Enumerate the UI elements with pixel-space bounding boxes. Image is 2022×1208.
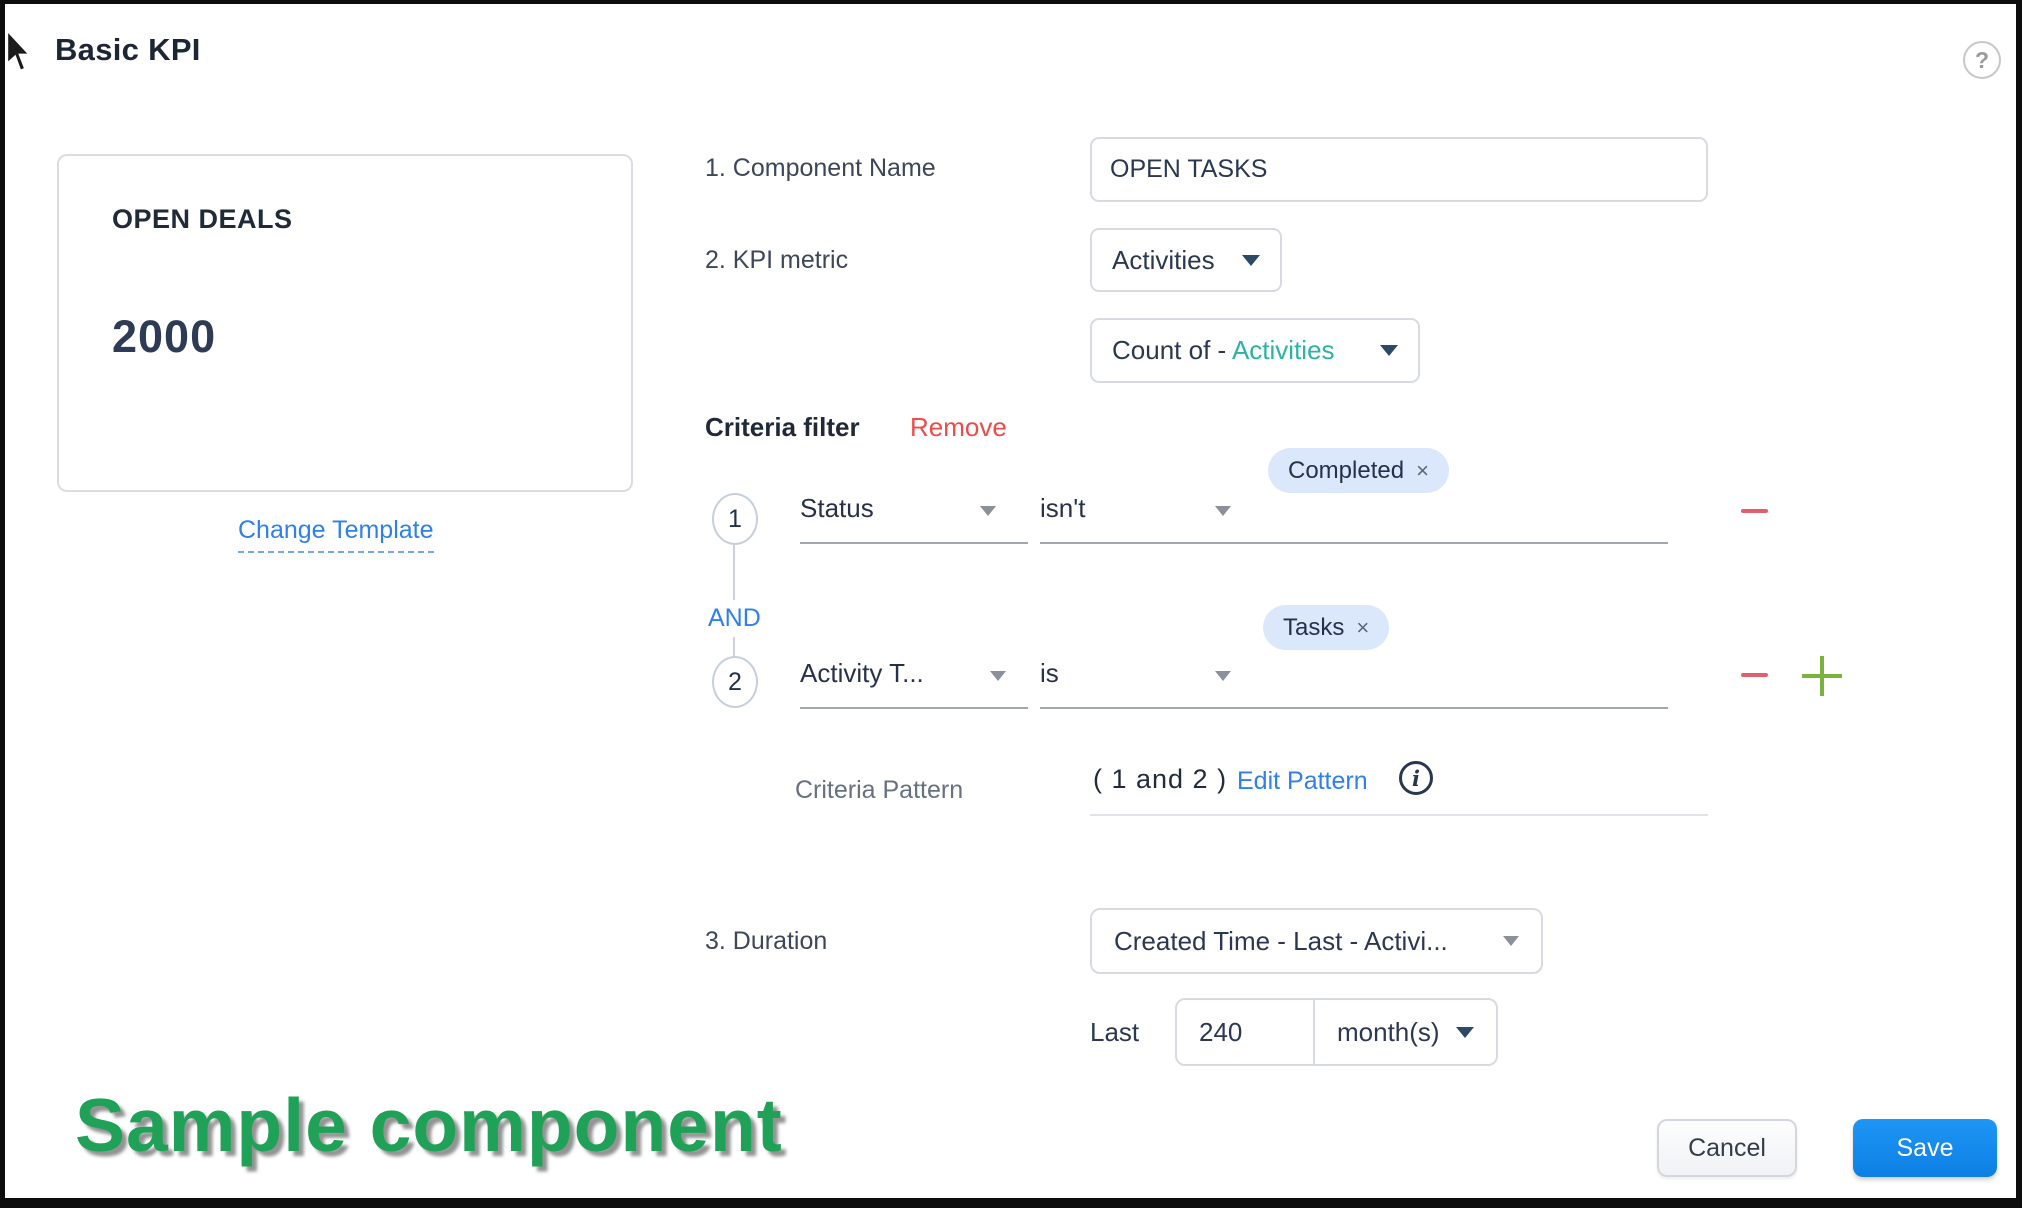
change-template-link[interactable]: Change Template — [238, 516, 434, 553]
tag-label: Completed — [1288, 456, 1405, 484]
criteria-value-tag: Tasks × — [1263, 605, 1390, 650]
duration-last-value: 240 — [1199, 1016, 1243, 1047]
criteria-condition-select[interactable]: isn't — [1040, 493, 1086, 523]
criteria-field-select[interactable]: Activity T... — [800, 658, 924, 688]
tag-label: Tasks — [1283, 613, 1345, 641]
chevron-down-icon — [1503, 936, 1519, 946]
pattern-underline — [1090, 814, 1708, 816]
criteria-row-number: 2 — [712, 656, 758, 708]
aggregate-field: Activities — [1231, 335, 1335, 365]
duration-last-group: 240 month(s) — [1175, 998, 1498, 1066]
info-glyph: i — [1412, 765, 1420, 791]
help-glyph: ? — [1974, 46, 1990, 73]
plus-icon — [1820, 656, 1824, 696]
sample-component-annotation: Sample component — [75, 1083, 783, 1167]
save-button[interactable]: Save — [1853, 1119, 1997, 1177]
remove-row-button[interactable] — [1741, 673, 1768, 677]
criteria-value-tag: Completed × — [1268, 448, 1449, 493]
chevron-down-icon — [990, 671, 1006, 681]
duration-label: 3. Duration — [705, 927, 828, 955]
duration-unit-select[interactable]: month(s) — [1315, 1000, 1496, 1064]
component-name-input[interactable] — [1090, 137, 1708, 202]
criteria-pattern-label: Criteria Pattern — [795, 776, 964, 804]
field-underline — [800, 542, 1028, 544]
value-underline — [1268, 707, 1668, 709]
preview-card: OPEN DEALS 2000 — [57, 154, 633, 492]
duration-select[interactable]: Created Time - Last - Activi... — [1090, 908, 1543, 974]
duration-last-input[interactable]: 240 — [1177, 1000, 1315, 1064]
condition-underline — [1040, 542, 1270, 544]
preview-card-title: OPEN DEALS — [112, 204, 293, 234]
remove-row-button[interactable] — [1741, 509, 1768, 513]
help-icon[interactable]: ? — [1963, 41, 2001, 79]
chevron-down-icon — [1215, 506, 1231, 516]
preview-card-value: 2000 — [112, 311, 217, 362]
field-underline — [800, 707, 1028, 709]
aggregate-prefix: Count of - — [1112, 335, 1232, 365]
edit-pattern-link[interactable]: Edit Pattern — [1237, 767, 1368, 795]
criteria-pattern-value: ( 1 and 2 ) — [1093, 764, 1228, 794]
tag-close-icon[interactable]: × — [1356, 614, 1370, 640]
chevron-down-icon — [1380, 345, 1398, 356]
duration-last-label: Last — [1090, 1017, 1140, 1047]
criteria-field-select[interactable]: Status — [800, 493, 874, 523]
condition-underline — [1040, 707, 1270, 709]
dialog-title: Basic KPI — [55, 32, 201, 67]
criteria-join-operator: AND — [708, 600, 761, 637]
chevron-down-icon — [1455, 1026, 1474, 1038]
info-icon[interactable]: i — [1399, 761, 1433, 795]
component-name-label: 1. Component Name — [705, 154, 936, 182]
kpi-metric-label: 2. KPI metric — [705, 246, 849, 274]
kpi-module-value: Activities — [1112, 244, 1215, 275]
criteria-remove-link[interactable]: Remove — [910, 412, 1007, 442]
kpi-module-select[interactable]: Activities — [1090, 228, 1282, 292]
chevron-down-icon — [1215, 671, 1231, 681]
value-underline — [1268, 542, 1668, 544]
chevron-down-icon — [980, 506, 996, 516]
aggregate-select[interactable]: Count of - Activities — [1090, 318, 1420, 383]
criteria-row-number: 1 — [712, 493, 758, 545]
cancel-button[interactable]: Cancel — [1657, 1119, 1797, 1177]
mouse-cursor-icon — [5, 30, 33, 73]
duration-value: Created Time - Last - Activi... — [1114, 925, 1448, 956]
criteria-condition-select[interactable]: is — [1040, 658, 1059, 688]
add-row-button[interactable] — [1802, 656, 1842, 696]
criteria-filter-heading: Criteria filter — [705, 412, 860, 442]
tag-close-icon[interactable]: × — [1416, 457, 1429, 483]
aggregate-value: Count of - Activities — [1112, 335, 1335, 366]
chevron-down-icon — [1242, 254, 1260, 266]
duration-unit-value: month(s) — [1337, 1016, 1440, 1047]
